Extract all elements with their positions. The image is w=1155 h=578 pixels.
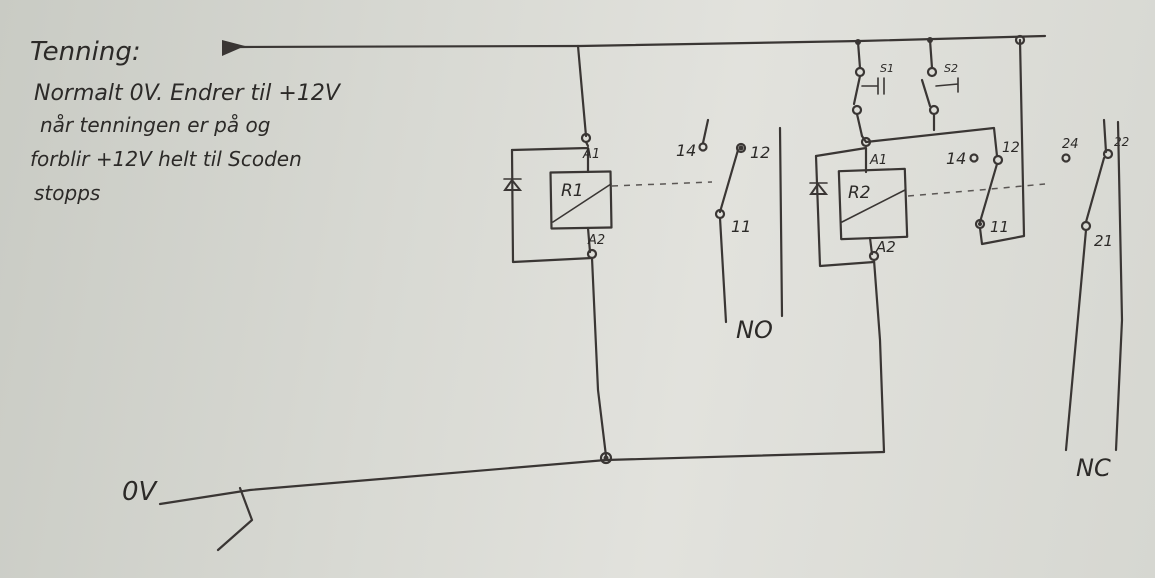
r1-c14-label: 14 [676,141,696,160]
r1-c12-label: 12 [750,143,770,162]
c24-label: 24 [1062,137,1079,152]
note-line-2: når tenningen er på og [40,113,270,137]
r1-a1-label: A1 [582,147,600,162]
c22-label: 22 [1114,135,1129,149]
r2-c11-label: 11 [990,218,1009,236]
supply-rail [222,34,1047,56]
switch-s2: S2 [920,37,959,132]
r2-c14-label: 14 [946,149,966,168]
r1-a2-label: A2 [587,233,605,248]
r1-no-label: NO [736,316,773,344]
r1-c11-label: 11 [731,217,751,236]
switch-s1: S1 [851,39,894,138]
r1-diode-icon [503,178,523,191]
ignition-note: Tenning: Normalt 0V. Endrer til +12V når… [30,37,342,205]
note-line-4: stopps [34,181,100,205]
r2-c12-label: 12 [1002,140,1020,156]
relay-r1: A1 R1 A2 14 12 11 NO [503,44,784,458]
contact-21-22-24: 24 22 21 NC [1061,118,1129,482]
r2-a2-label: A2 [875,238,896,256]
c21-label: 21 [1094,232,1113,250]
note-title: Tenning: [30,37,141,67]
ground-rail: 0V [122,450,886,552]
note-line-3: forblir +12V helt til Scoden [30,147,302,171]
s2-label: S2 [944,62,958,75]
ground-label: 0V [122,477,159,507]
nc-label: NC [1076,454,1111,482]
r2-coil [837,167,909,241]
r2-a1-label: A1 [869,153,887,168]
relay-r2: A1 R2 A2 14 12 11 [809,34,1046,454]
r2-name-label: R2 [848,183,871,203]
r2-diode-icon [809,182,829,195]
s1-label: S1 [880,62,894,75]
note-line-1: Normalt 0V. Endrer til +12V [34,81,342,106]
r1-name-label: R1 [561,181,584,201]
r1-coil [549,170,613,230]
rail-arrow-icon [222,40,245,56]
